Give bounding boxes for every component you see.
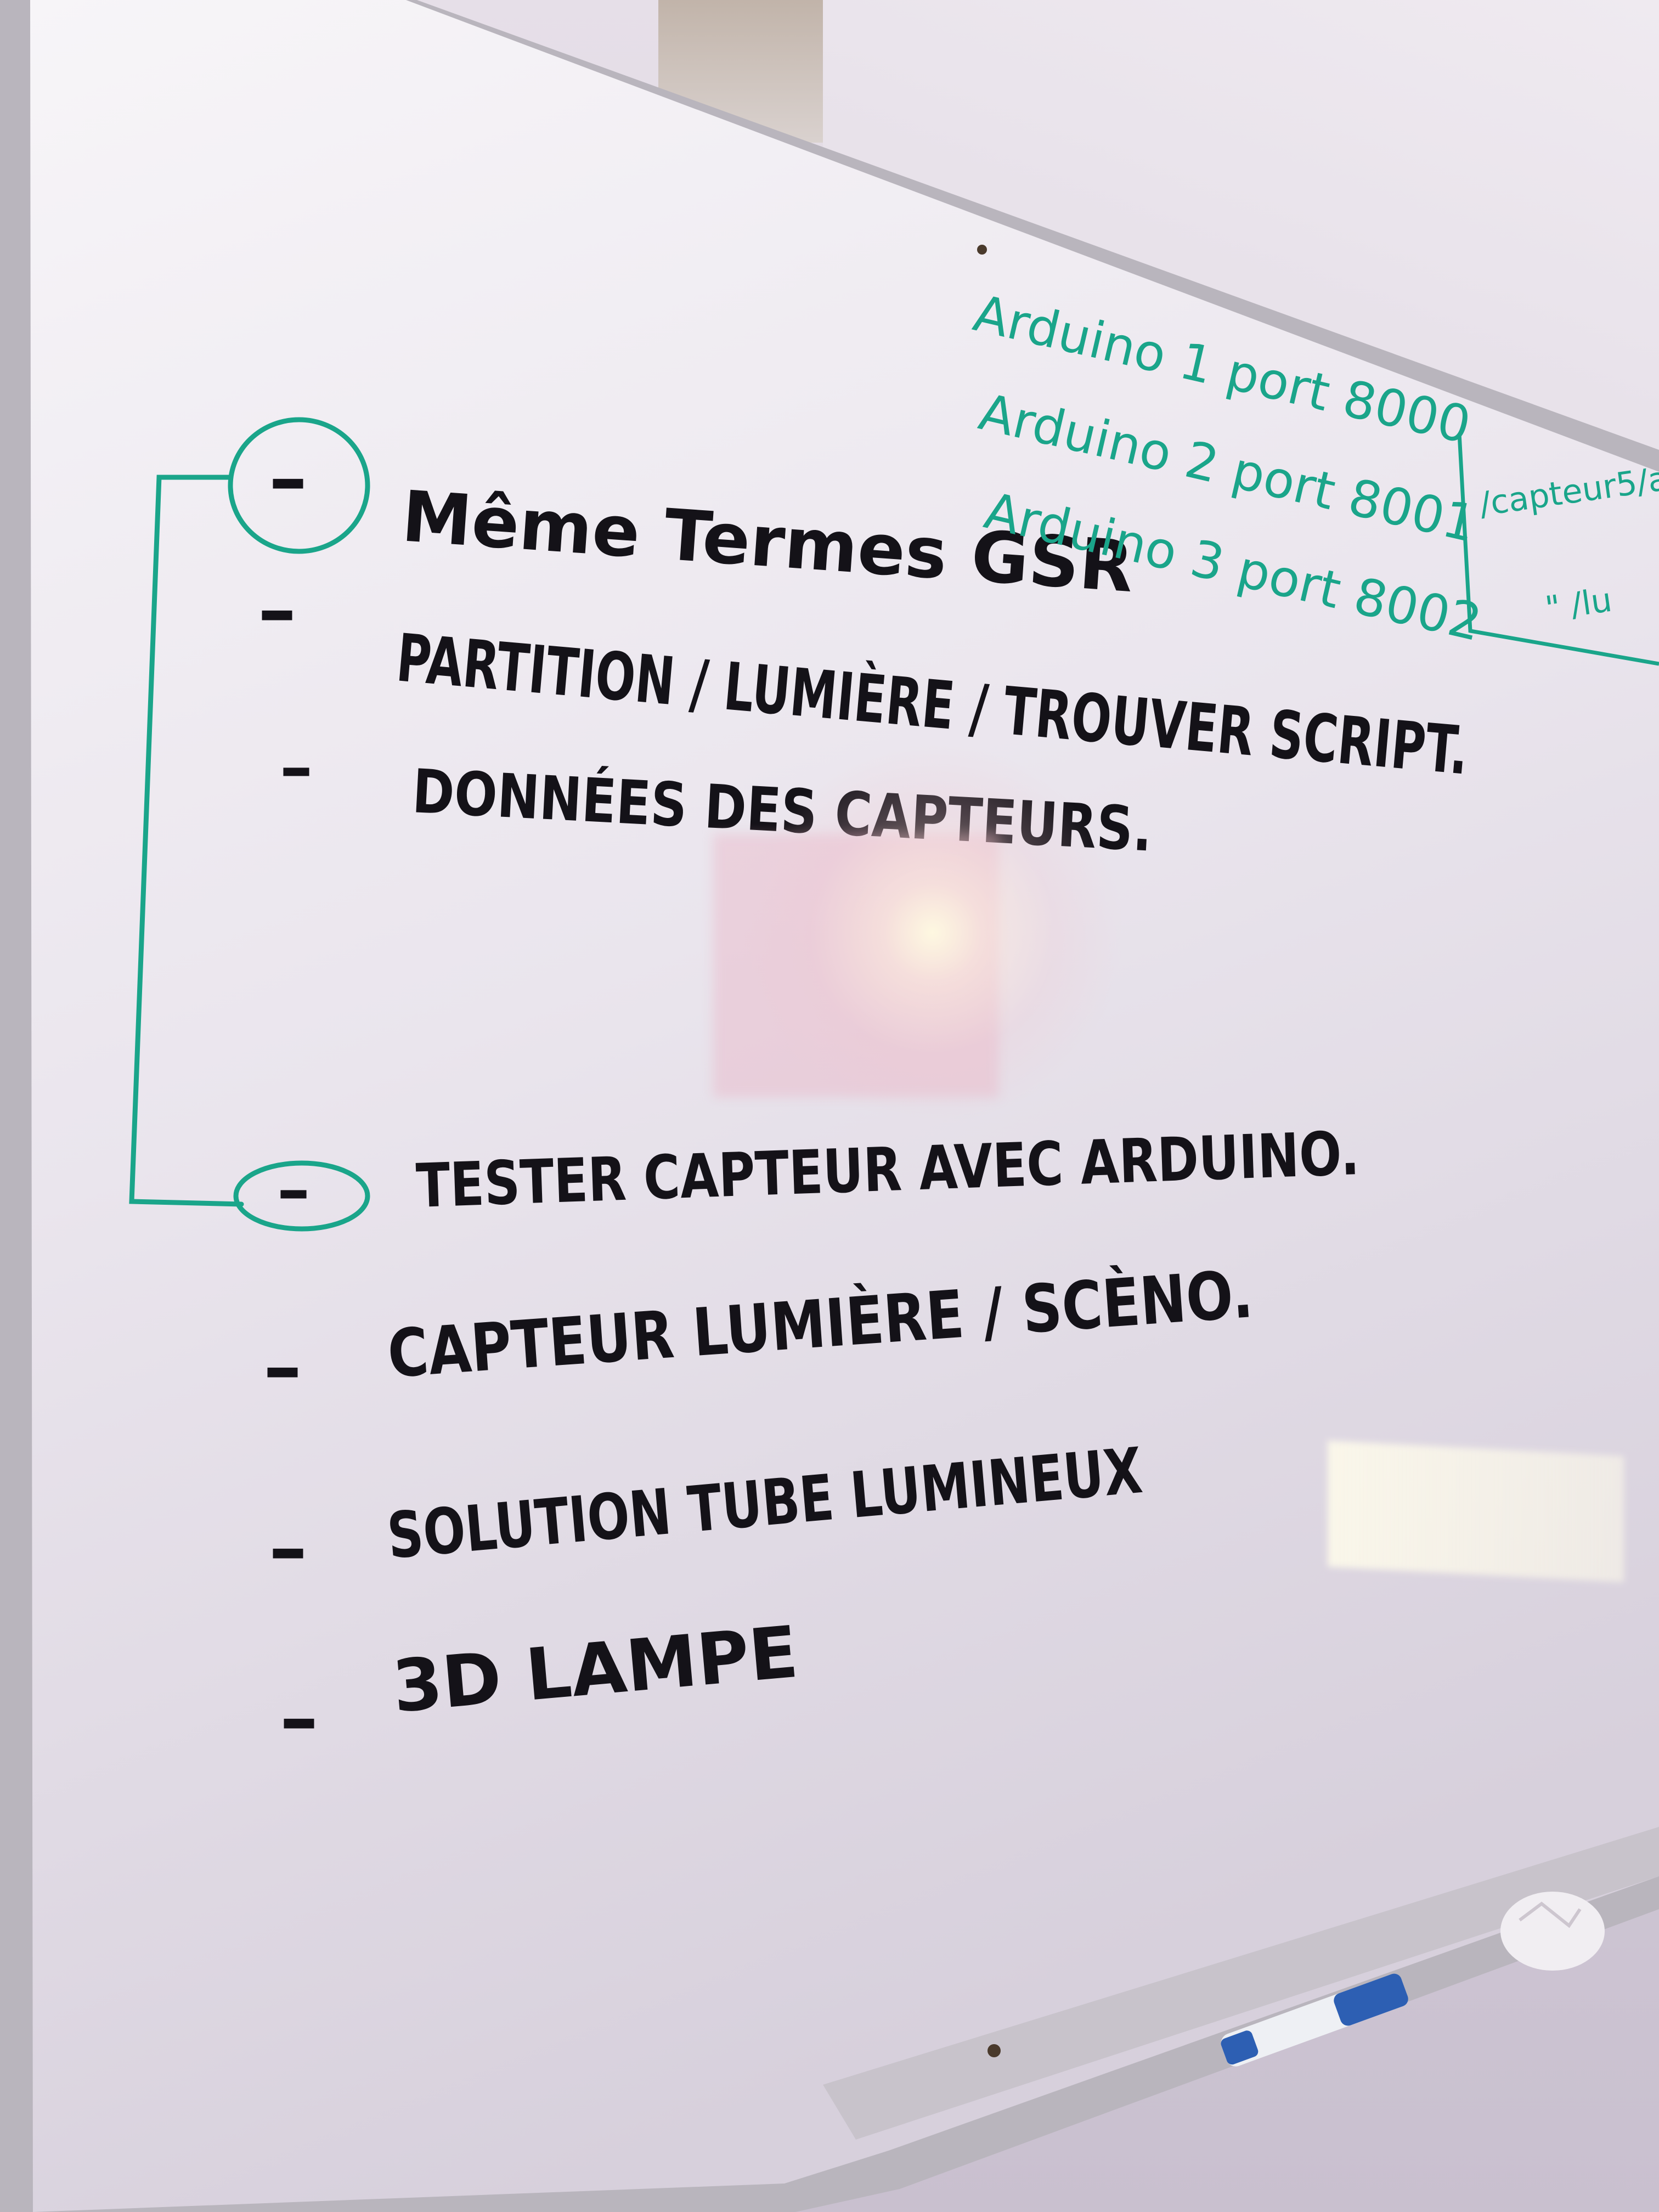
bullet-dash: – — [280, 730, 313, 806]
bullet-dash: – — [258, 566, 296, 655]
bullet-dash: – — [280, 1674, 318, 1763]
bullet-dash: – — [269, 1504, 307, 1593]
bullet-dash: – — [263, 1323, 302, 1412]
path-note-2: " /lu — [1543, 581, 1614, 628]
circled-minus-1 — [228, 417, 370, 554]
circled-minus-glyph-2: – — [277, 1152, 310, 1228]
screw — [988, 2044, 1001, 2057]
marker-pen-icon — [1221, 1973, 1408, 2067]
whiteboard-surface — [30, 0, 1659, 2212]
marker-tray — [823, 1827, 1659, 2140]
teal-notes-box — [1457, 433, 1659, 666]
crumpled-paper-icon — [1500, 1892, 1605, 1971]
circled-minus-glyph-1: – — [269, 434, 307, 523]
teal-bracket — [129, 475, 244, 1207]
screw — [977, 245, 987, 255]
circled-minus-2 — [233, 1160, 370, 1232]
